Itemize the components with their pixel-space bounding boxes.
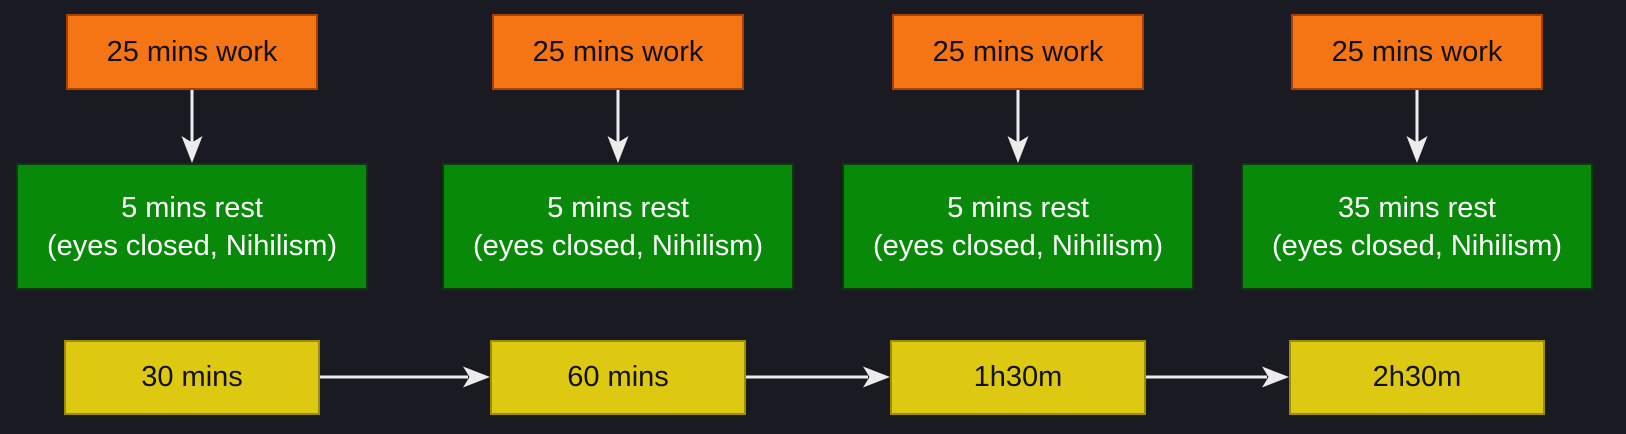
work-label: 25 mins work (932, 35, 1104, 68)
right-arrow-icon (1146, 366, 1289, 388)
pomodoro-column: 25 mins work 5 mins rest (eyes closed, N… (16, 14, 368, 290)
work-label: 25 mins work (106, 35, 278, 68)
rest-box: 5 mins rest (eyes closed, Nihilism) (16, 163, 368, 290)
rest-label-line1: 5 mins rest (947, 191, 1089, 224)
rest-label-line2: (eyes closed, Nihilism) (472, 229, 764, 262)
right-arrow-icon (746, 366, 890, 388)
down-arrow-icon (1406, 90, 1428, 163)
pomodoro-column: 25 mins work 5 mins rest (eyes closed, N… (842, 14, 1194, 290)
total-label: 60 mins (567, 361, 669, 393)
rest-box: 5 mins rest (eyes closed, Nihilism) (442, 163, 794, 290)
rest-label-line1: 5 mins rest (121, 191, 263, 224)
total-label: 2h30m (1372, 361, 1462, 393)
rest-label-line2: (eyes closed, Nihilism) (1271, 229, 1563, 262)
total-label: 1h30m (973, 361, 1063, 393)
work-box: 25 mins work (1291, 14, 1543, 90)
rest-label-line2: (eyes closed, Nihilism) (46, 229, 338, 262)
rest-label-line1: 5 mins rest (547, 191, 689, 224)
total-box: 2h30m (1289, 340, 1545, 415)
rest-label-line2: (eyes closed, Nihilism) (872, 229, 1164, 262)
total-box: 1h30m (890, 340, 1146, 415)
down-arrow-icon (607, 90, 629, 163)
total-box: 60 mins (490, 340, 746, 415)
down-arrow-icon (181, 90, 203, 163)
right-arrow-icon (320, 366, 490, 388)
work-box: 25 mins work (892, 14, 1144, 90)
rest-box: 35 mins rest (eyes closed, Nihilism) (1241, 163, 1593, 290)
rest-label-line1: 35 mins rest (1338, 191, 1496, 224)
down-arrow-icon (1007, 90, 1029, 163)
work-label: 25 mins work (532, 35, 704, 68)
work-label: 25 mins work (1331, 35, 1503, 68)
rest-box: 5 mins rest (eyes closed, Nihilism) (842, 163, 1194, 290)
pomodoro-column: 25 mins work 5 mins rest (eyes closed, N… (442, 14, 794, 290)
total-label: 30 mins (141, 361, 243, 393)
work-box: 25 mins work (66, 14, 318, 90)
total-box: 30 mins (64, 340, 320, 415)
work-box: 25 mins work (492, 14, 744, 90)
pomodoro-column: 25 mins work 35 mins rest (eyes closed, … (1241, 14, 1593, 290)
